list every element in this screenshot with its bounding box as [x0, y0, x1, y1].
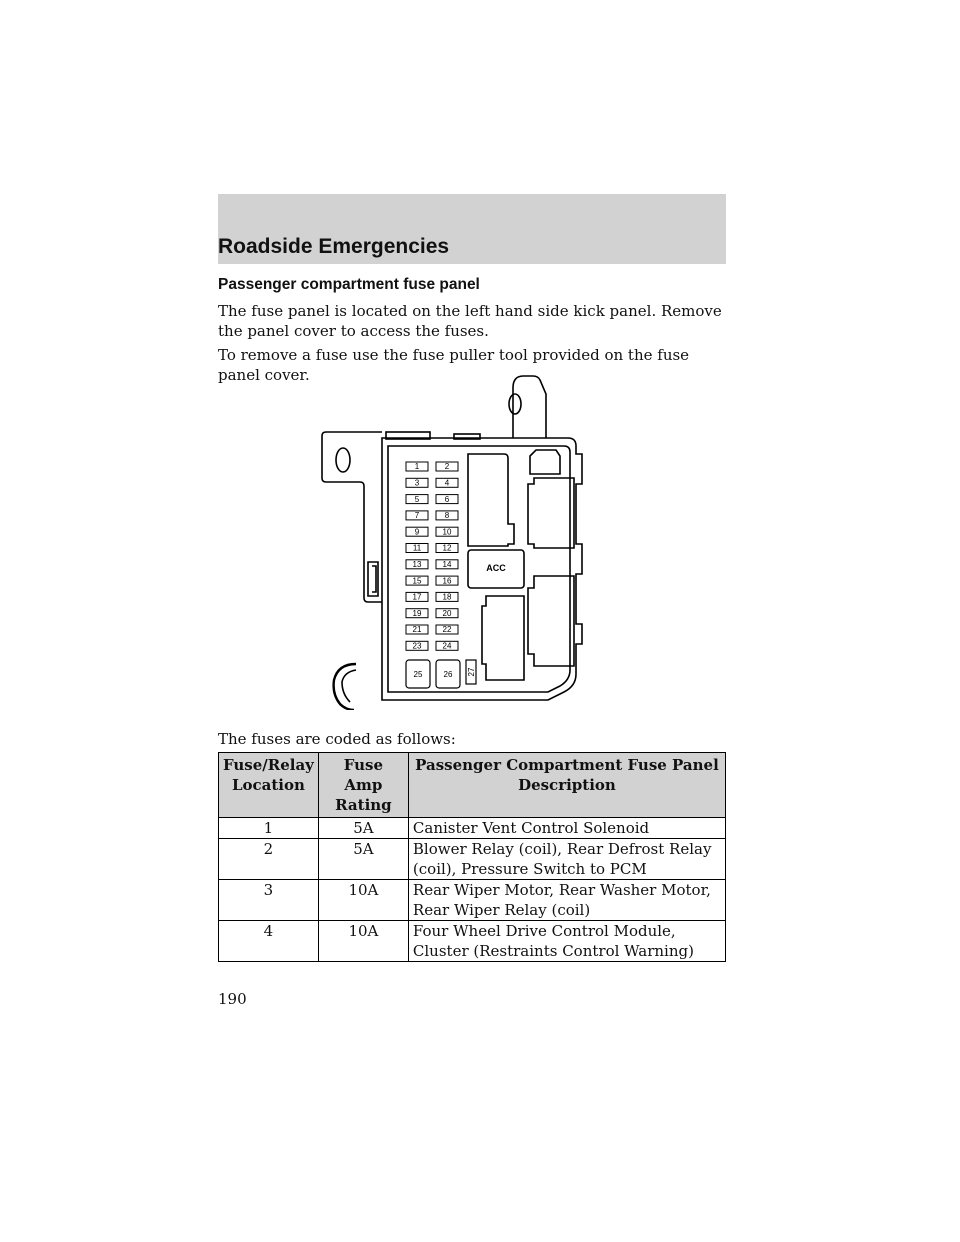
fuse-slot	[435, 461, 459, 472]
vertical-fuse-27	[465, 659, 477, 685]
fuse-slot-label: 10	[443, 527, 452, 536]
table-row: 2 5A Blower Relay (coil), Rear Defrost R…	[218, 838, 727, 880]
fuse-slot	[405, 591, 429, 602]
fuse-slot	[435, 477, 459, 488]
fuse-slot-label: 24	[443, 642, 452, 651]
cell-location: 4	[218, 920, 319, 962]
fuse-slot-label: 13	[413, 560, 422, 569]
fuse-slot-label: 21	[413, 625, 422, 634]
intro-paragraph: The fuse panel is located on the left ha…	[218, 302, 722, 340]
cell-rating: 5A	[317, 838, 409, 880]
fuse-slot	[405, 624, 429, 635]
header-rating: Fuse Amp Rating	[317, 752, 409, 818]
fuse-slot	[405, 477, 429, 488]
header-description: Passenger Compartment Fuse Panel Descrip…	[407, 752, 727, 818]
cell-location: 3	[218, 879, 319, 921]
fuse-slot	[405, 510, 429, 521]
fuse-slot-label: 14	[443, 560, 452, 569]
fuse-slot	[405, 640, 429, 651]
fuse-slot	[435, 575, 459, 586]
fuse-slot-label: 5	[415, 495, 420, 504]
fuse-slot	[435, 543, 459, 553]
fuse-slot	[405, 559, 429, 570]
cell-location: 1	[218, 817, 319, 839]
instruction-paragraph: To remove a fuse use the fuse puller too…	[218, 346, 690, 384]
fuse-slot-label: 1	[415, 462, 420, 471]
vertical-fuse-27-label: 27	[467, 667, 476, 676]
page-number: 190	[218, 990, 247, 1008]
cell-description: Blower Relay (coil), Rear Defrost Relay …	[407, 838, 727, 880]
fuse-slot-label: 23	[413, 642, 422, 651]
fuse-slot-label: 4	[445, 479, 450, 488]
fuse-slot	[405, 526, 429, 537]
cell-rating: 5A	[317, 817, 409, 839]
section-title: Passenger compartment fuse panel	[218, 276, 480, 293]
fuse-slot	[405, 608, 429, 619]
coded-paragraph: The fuses are coded as follows:	[218, 730, 456, 748]
fuse-slot-label: 9	[415, 527, 420, 536]
table-row: 1 5A Canister Vent Control Solenoid	[218, 817, 727, 839]
cell-description: Canister Vent Control Solenoid	[407, 817, 727, 839]
fuse-slot-label: 8	[445, 511, 450, 520]
fuse-slot	[435, 559, 459, 570]
fuse-slot	[435, 591, 459, 602]
fuse-slot	[405, 543, 429, 553]
fuse-slot-label: 11	[413, 544, 422, 553]
large-fuse-25-label: 25	[414, 670, 423, 679]
fuse-slot-label: 15	[413, 576, 422, 585]
fuse-slot	[435, 640, 459, 651]
table-header-row: Fuse/Relay Location Fuse Amp Rating Pass…	[218, 752, 727, 818]
fuse-slot-label: 3	[415, 479, 420, 488]
fuse-slot	[405, 461, 429, 472]
chapter-title: Roadside Emergencies	[218, 235, 450, 258]
cell-rating: 10A	[317, 879, 409, 921]
fuse-slot	[435, 494, 459, 505]
fuse-slot	[435, 526, 459, 537]
header-band	[218, 194, 726, 264]
fuse-slot-label: 7	[415, 511, 420, 520]
large-fuse-26-label: 26	[444, 670, 453, 679]
fuse-slot	[405, 494, 429, 505]
acc-relay-label: ACC	[486, 563, 506, 573]
cell-location: 2	[218, 838, 319, 880]
fuse-slot-label: 18	[443, 593, 452, 602]
fuse-slot	[435, 510, 459, 521]
fuse-slot-label: 20	[443, 609, 452, 618]
fuse-slot-label: 17	[413, 593, 422, 602]
fuse-slot-label: 16	[443, 576, 452, 585]
fuse-slot	[405, 575, 429, 586]
fuse-slot-label: 22	[443, 625, 452, 634]
header-location: Fuse/Relay Location	[218, 752, 319, 818]
fuse-slot-label: 2	[445, 462, 450, 471]
fuse-table: Fuse/Relay Location Fuse Amp Rating Pass…	[218, 752, 727, 962]
fuse-slot-label: 19	[413, 609, 422, 618]
large-fuse-26	[435, 659, 461, 689]
fuse-slot	[435, 624, 459, 635]
table-row: 4 10A Four Wheel Drive Control Module, C…	[218, 920, 727, 962]
large-fuse-25	[405, 659, 431, 689]
cell-description: Rear Wiper Motor, Rear Washer Motor, Rea…	[407, 879, 727, 921]
fuse-slot-label: 12	[443, 544, 452, 553]
fuse-slot	[435, 608, 459, 619]
cell-rating: 10A	[317, 920, 409, 962]
fuse-slot-label: 6	[445, 495, 450, 504]
table-row: 3 10A Rear Wiper Motor, Rear Washer Moto…	[218, 879, 727, 921]
cell-description: Four Wheel Drive Control Module, Cluster…	[407, 920, 727, 962]
